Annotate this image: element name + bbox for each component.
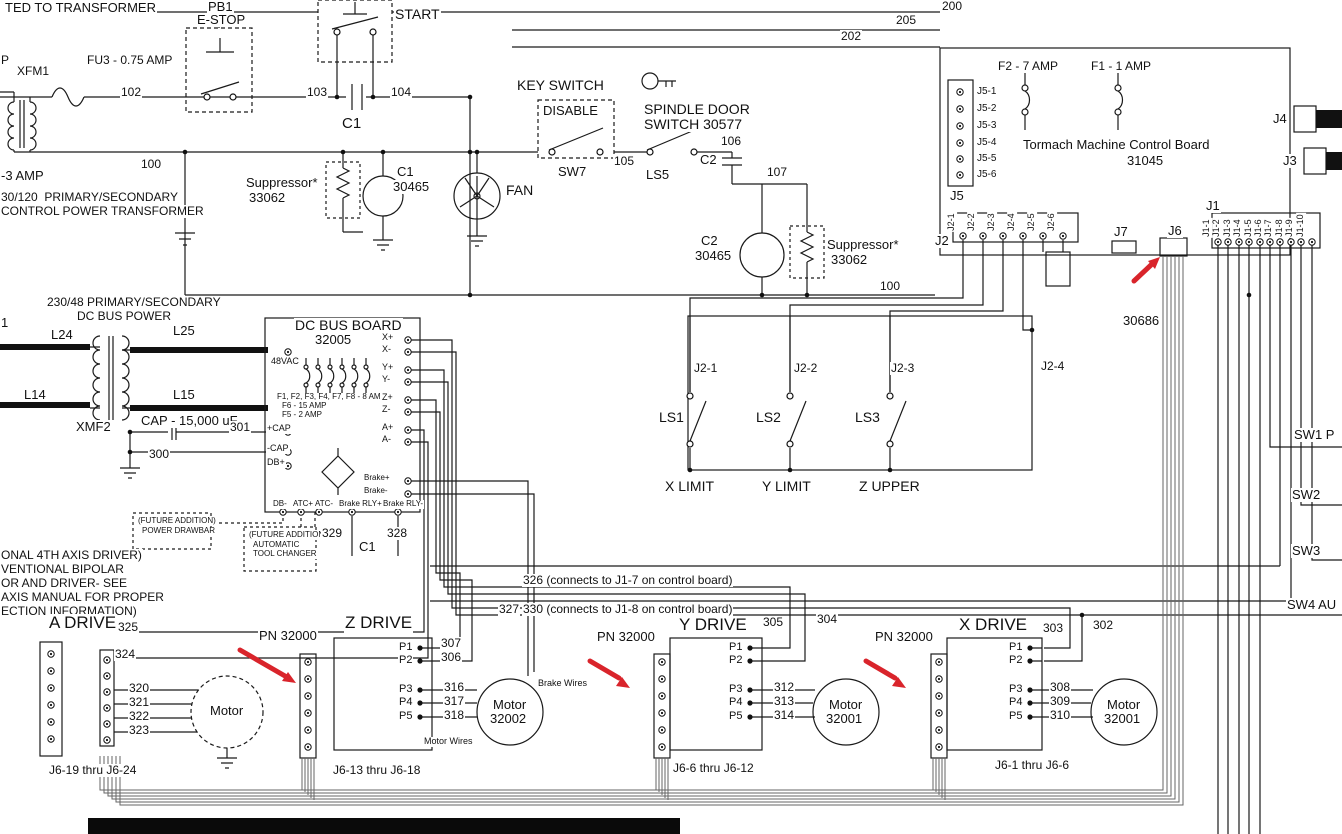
a-drive-connector-2: [99, 649, 115, 747]
xfm1-primary-coil: [0, 91, 15, 152]
trunk-wires: [430, 565, 1291, 602]
y-drive-connector: [653, 653, 671, 759]
a-motor: [190, 675, 264, 749]
j2-connector: [952, 212, 1079, 243]
suppressor1-box: [325, 161, 361, 219]
bus-bar-l24: [0, 344, 90, 350]
x-motor: [1090, 678, 1158, 746]
bus-bar-l15: [130, 405, 268, 411]
fuse-f1: [1117, 70, 1124, 130]
bus-bar-l25: [130, 347, 268, 353]
key-icon: [641, 72, 659, 90]
y-drive-box: [669, 637, 763, 751]
start-box: [317, 0, 393, 63]
key-door-circuit: [392, 11, 940, 295]
control-board: [689, 47, 1342, 834]
bus-bar-l14: [0, 402, 90, 408]
dc-bus-section: [0, 317, 1342, 676]
j3-connector: [1303, 147, 1327, 175]
j1-connector: [1211, 212, 1321, 249]
cable-bundles: [99, 256, 1184, 806]
fuse-f2: [1024, 70, 1031, 130]
future-drawbar-box: [132, 512, 212, 550]
c2-coil: [739, 232, 785, 278]
j4-connector: [1293, 105, 1317, 133]
xfm1-secondary-coil: [29, 97, 37, 152]
a-drive-connector: [39, 641, 63, 757]
connector-pins: [47, 28, 1316, 751]
z-drive-arrow-icon: [237, 647, 296, 683]
future-atc-box: [243, 526, 317, 572]
control-board-box: [939, 47, 1291, 256]
j6-connector: [1159, 237, 1188, 257]
x-drive-connector: [930, 653, 948, 759]
red-arrows: [237, 257, 1160, 688]
y-motor: [812, 678, 880, 746]
c2-capacitor: [722, 152, 742, 184]
bottom-border-bar: [88, 818, 680, 834]
j7-connector: [1111, 240, 1137, 254]
estop-box: [185, 27, 253, 113]
j5-connector: [947, 79, 974, 187]
limit-box: [687, 315, 1033, 471]
junction-dots: [127, 94, 1252, 720]
ground-symbol: [175, 232, 195, 246]
xmf2-primary-coil: [92, 335, 101, 421]
diode-bridge: [321, 448, 355, 495]
limit-switch-section: [686, 315, 1033, 471]
y-drive-arrow-icon: [587, 658, 630, 688]
j6-bundle-arrow-icon: [1131, 257, 1160, 284]
c1-coil: [362, 175, 404, 217]
z-drive-connector: [299, 653, 317, 759]
x-drive-arrow-icon: [863, 658, 906, 688]
bus-capacitor: [130, 424, 284, 440]
z-motor: [476, 678, 544, 746]
top-power-section: [0, 0, 935, 296]
disable-box: [537, 99, 615, 159]
z-drive-box: [333, 637, 433, 751]
x-drive-box: [946, 637, 1043, 751]
